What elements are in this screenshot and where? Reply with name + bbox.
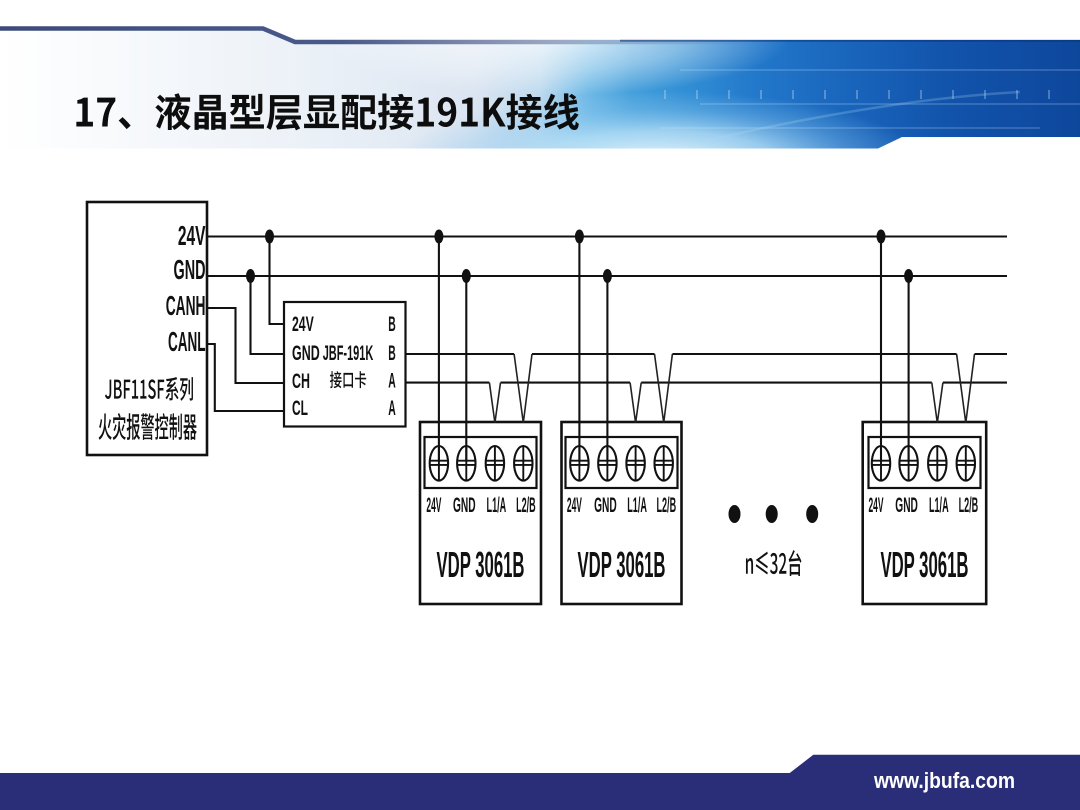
svg-text:GND: GND xyxy=(174,254,206,285)
svg-text:CH: CH xyxy=(292,370,310,393)
svg-text:www.jbufa.com: www.jbufa.com xyxy=(873,768,1015,793)
svg-text:VDP 3061B: VDP 3061B xyxy=(578,544,666,585)
svg-text:B: B xyxy=(388,313,396,336)
svg-text:VDP 3061B: VDP 3061B xyxy=(437,544,525,585)
svg-text:A: A xyxy=(388,397,396,420)
svg-text:L2/B: L2/B xyxy=(657,494,677,517)
svg-text:CANL: CANL xyxy=(168,326,206,357)
svg-text:24V: 24V xyxy=(869,494,884,517)
svg-text:JBF-191K: JBF-191K xyxy=(323,342,374,365)
svg-text:B: B xyxy=(388,342,396,365)
svg-text:CL: CL xyxy=(292,397,308,420)
svg-text:A: A xyxy=(388,370,396,393)
svg-text:GND: GND xyxy=(453,494,476,517)
svg-text:CANH: CANH xyxy=(166,290,206,321)
svg-text:24V: 24V xyxy=(178,220,206,251)
svg-text:L1/A: L1/A xyxy=(487,494,507,517)
svg-text:24V: 24V xyxy=(292,313,314,336)
svg-text:24V: 24V xyxy=(426,494,441,517)
svg-text:L1/A: L1/A xyxy=(929,494,949,517)
svg-text:L2/B: L2/B xyxy=(959,494,979,517)
svg-text:24V: 24V xyxy=(567,494,582,517)
svg-text:GND: GND xyxy=(594,494,617,517)
svg-text:GND: GND xyxy=(292,342,320,365)
svg-text:L1/A: L1/A xyxy=(627,494,647,517)
svg-text:GND: GND xyxy=(895,494,918,517)
svg-text:L2/B: L2/B xyxy=(516,494,536,517)
svg-text:VDP 3061B: VDP 3061B xyxy=(880,544,968,585)
